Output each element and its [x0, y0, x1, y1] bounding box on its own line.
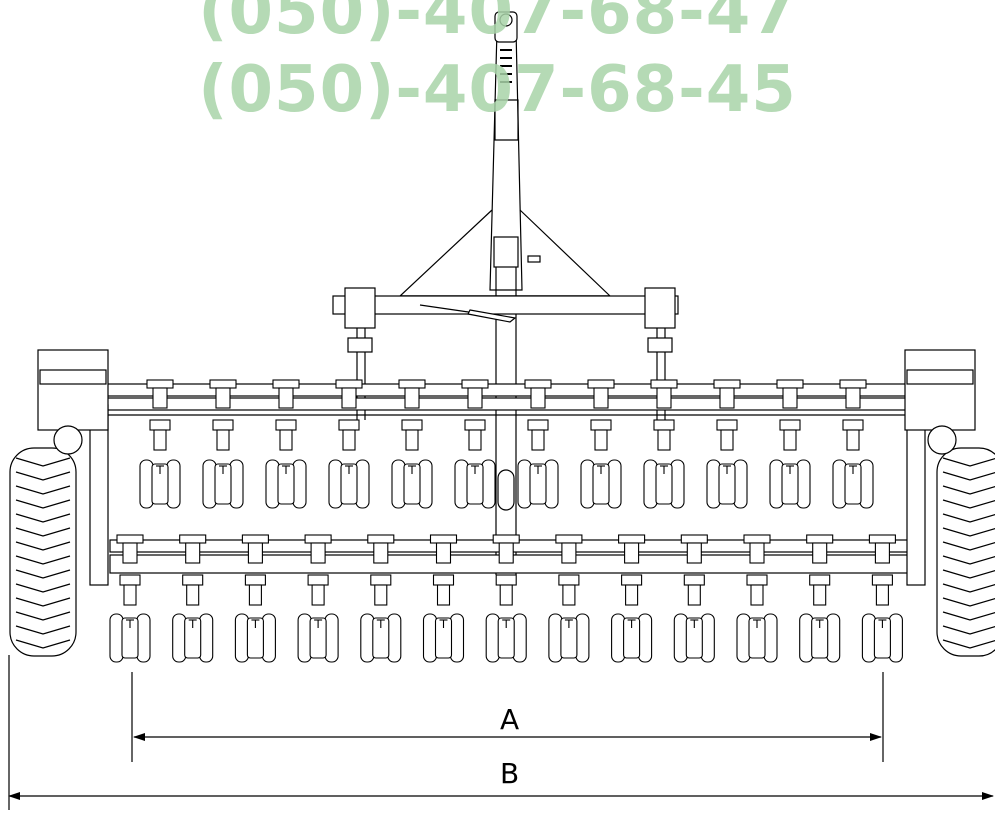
front-planter-unit	[517, 379, 559, 509]
front-planter-unit	[139, 379, 181, 509]
hitch-brackets	[344, 287, 676, 420]
rear-planter-unit	[172, 534, 214, 663]
dimension-label-b: B	[500, 757, 520, 790]
machine-frame	[9, 11, 995, 657]
front-planter-unit	[706, 379, 748, 509]
left-wheel	[9, 425, 83, 657]
front-planter-unit	[265, 379, 307, 509]
rear-planter-unit	[548, 534, 590, 663]
front-planter-unit	[454, 379, 496, 509]
dim-b-arrow-right	[982, 792, 994, 800]
rear-row-units	[109, 534, 903, 663]
dimension-label-a: A	[500, 703, 520, 736]
watermark-phone-2: (050)-407-68-45	[198, 53, 797, 127]
watermark-phone-1: (050)-407-68-47	[198, 0, 797, 49]
rear-planter-unit	[611, 534, 653, 663]
front-planter-unit	[832, 379, 874, 509]
side-frames	[37, 349, 976, 586]
rear-planter-unit	[422, 534, 465, 663]
dim-a-arrow-left	[133, 733, 145, 741]
dim-b-arrow-left	[8, 792, 20, 800]
hitch-triangle	[332, 209, 679, 323]
rear-planter-unit	[234, 534, 276, 663]
drawbar	[489, 11, 541, 575]
front-planter-unit	[328, 379, 370, 509]
front-planter-unit	[391, 379, 433, 509]
front-planter-unit	[643, 379, 685, 509]
right-wheel	[927, 425, 995, 657]
rear-planter-unit	[799, 534, 841, 663]
dim-a-arrow-right	[870, 733, 882, 741]
front-row-units	[139, 379, 874, 509]
rear-planter-unit	[297, 534, 339, 663]
rear-planter-unit	[360, 534, 402, 663]
rear-planter-unit	[485, 534, 527, 663]
front-planter-unit	[202, 379, 244, 509]
rear-planter-unit	[736, 534, 778, 663]
rear-planter-unit	[109, 534, 151, 663]
rear-planter-unit	[861, 534, 903, 663]
dimension-lines	[8, 655, 994, 810]
rear-planter-unit	[673, 534, 715, 663]
front-planter-unit	[580, 379, 622, 509]
front-planter-unit	[769, 379, 811, 509]
